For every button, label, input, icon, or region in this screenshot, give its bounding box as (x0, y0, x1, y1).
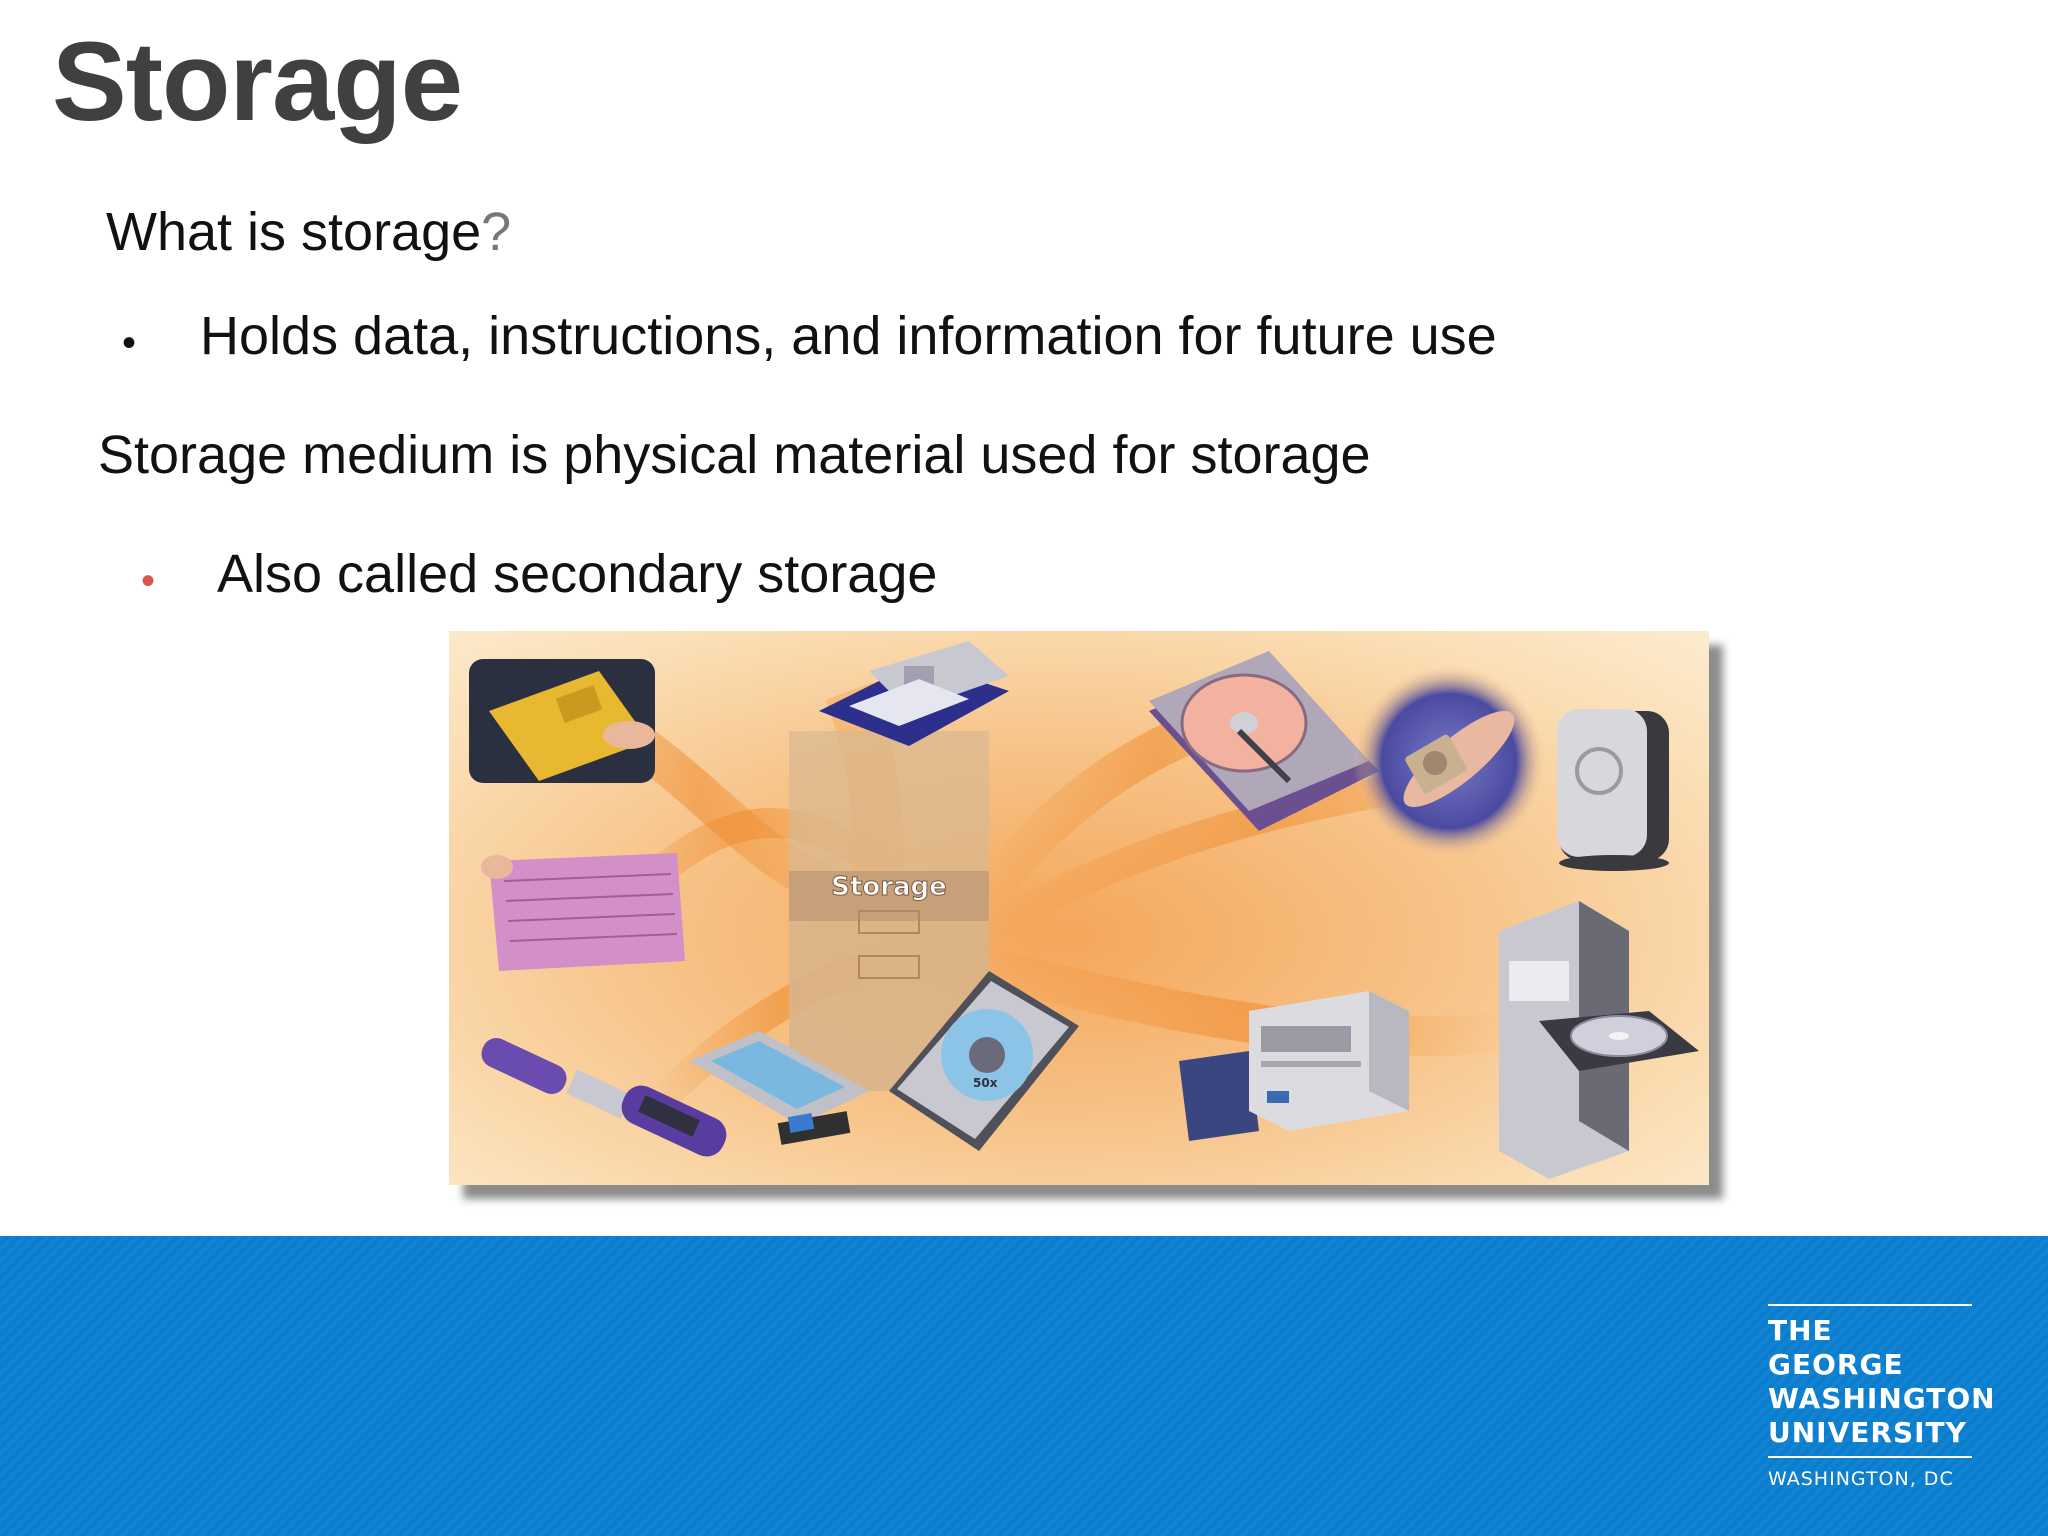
storage-collage-svg: Storage (469, 641, 1699, 1179)
tape-drive (1179, 991, 1409, 1141)
pda-device (689, 1031, 869, 1145)
external-drive (1557, 709, 1669, 871)
logo-line-2: WASHINGTON (1768, 1382, 1996, 1415)
question-mark: ? (481, 202, 512, 262)
microdrive (1353, 665, 1545, 857)
storage-devices-image: Storage (449, 631, 1709, 1185)
storage-medium-line: Storage medium is physical material used… (98, 425, 1371, 485)
question-line: What is storage? (106, 200, 511, 265)
usb-flash-drive (481, 1037, 727, 1157)
zip-disk (819, 641, 1009, 746)
bullet-marker-red: • (141, 559, 156, 603)
logo-wordmark: THE GEORGE WASHINGTON UNIVERSITY (1768, 1314, 1996, 1450)
slide-title: Storage (52, 19, 463, 144)
university-logo: THE GEORGE WASHINGTON UNIVERSITY WASHING… (1768, 1304, 1996, 1490)
logo-line-3: UNIVERSITY (1768, 1416, 1967, 1449)
bullet-marker: • (122, 321, 137, 365)
cabinet-label: Storage (831, 872, 947, 902)
logo-rule-top (1768, 1304, 1972, 1306)
bullet-holds-data: Holds data, instructions, and informatio… (200, 306, 1497, 366)
card-label: 50x (973, 1076, 998, 1090)
tower-with-cd (1499, 901, 1699, 1179)
logo-location: WASHINGTON, DC (1768, 1468, 1954, 1490)
hard-disk (1149, 651, 1379, 831)
logo-rule-bottom (1768, 1456, 1972, 1458)
floppy-disk-drive (469, 659, 655, 783)
question-text: What is storage (106, 202, 482, 262)
pc-card: 50x (889, 971, 1079, 1151)
logo-line-1: THE GEORGE (1768, 1314, 1904, 1381)
storage-devices-illustration: Storage (449, 631, 1709, 1185)
bullet-secondary-storage: Also called secondary storage (217, 544, 938, 604)
punch-card (481, 853, 685, 971)
footer-band (0, 1236, 2048, 1536)
